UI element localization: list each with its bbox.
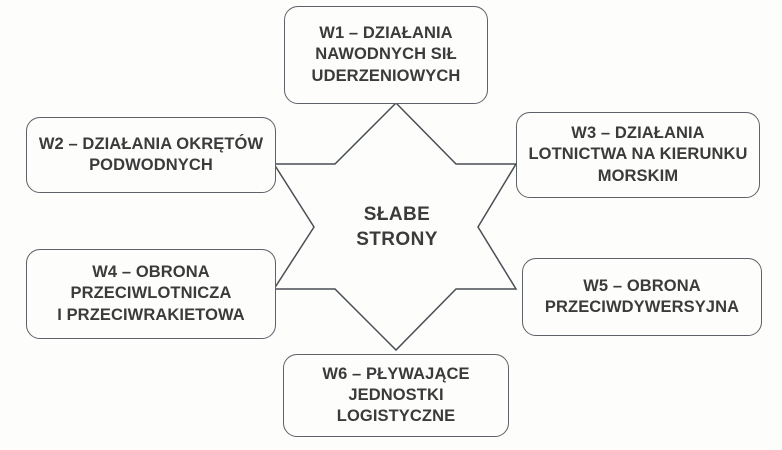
node-w4-label: W4 – OBRONA PRZECIWLOTNICZA I PRZECIWRAK… [57,263,245,324]
node-w3-label: W3 – DZIAŁANIA LOTNICTWA NA KIERUNKU MOR… [528,124,748,185]
node-w2[interactable]: W2 – DZIAŁANIA OKRĘTÓW PODWODNYCH [26,117,276,193]
star-polygon [272,101,518,352]
node-w1-label: W1 – DZIAŁANIA NAWODNYCH SIŁ UDERZENIOWY… [311,24,461,85]
node-w6[interactable]: W6 – PŁYWAJĄCE JEDNOSTKI LOGISTYCZNE [283,354,509,437]
node-w2-label: W2 – DZIAŁANIA OKRĘTÓW PODWODNYCH [38,134,264,174]
node-w5-label: W5 – OBRONA PRZECIWDYWERSYJNA [544,276,740,316]
node-w1[interactable]: W1 – DZIAŁANIA NAWODNYCH SIŁ UDERZENIOWY… [284,6,488,104]
node-w3[interactable]: W3 – DZIAŁANIA LOTNICTWA NA KIERUNKU MOR… [516,112,760,198]
node-w6-label: W6 – PŁYWAJĄCE JEDNOSTKI LOGISTYCZNE [322,364,470,426]
node-w5[interactable]: W5 – OBRONA PRZECIWDYWERSYJNA [522,258,762,336]
node-w4[interactable]: W4 – OBRONA PRZECIWLOTNICZA I PRZECIWRAK… [26,249,276,339]
